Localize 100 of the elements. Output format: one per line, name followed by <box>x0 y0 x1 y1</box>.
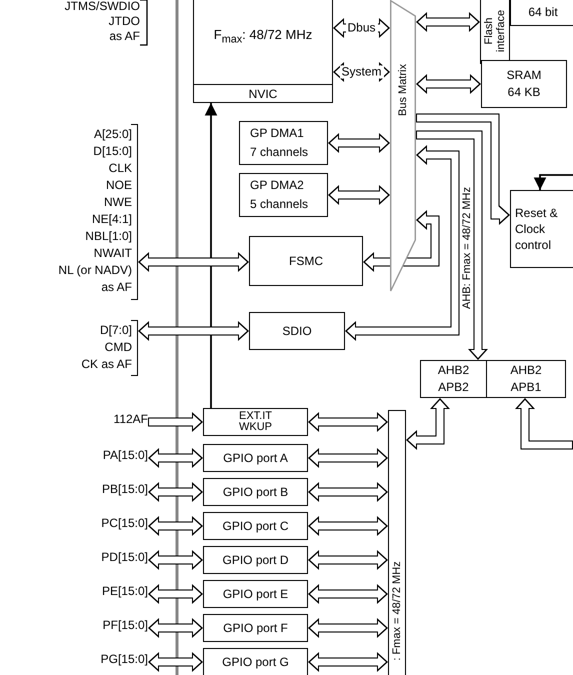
arrow <box>416 114 510 225</box>
signal-name: NWAIT <box>92 245 132 262</box>
block-label: GPIO port D <box>222 553 289 567</box>
block <box>249 312 345 350</box>
block <box>249 236 363 286</box>
double-arrow <box>416 74 481 94</box>
double-arrow <box>148 550 203 570</box>
block-label: Reset & Clock control <box>515 205 559 253</box>
signal-name: PD[15:0] <box>101 550 148 564</box>
double-arrow <box>148 516 203 536</box>
double-arrow <box>308 652 388 672</box>
double-arrow <box>328 185 390 205</box>
signal-name: PB[15:0] <box>102 482 148 496</box>
arrow <box>515 398 573 450</box>
double-arrow <box>148 448 203 468</box>
block <box>481 60 567 108</box>
block-label: GPIO port G <box>222 655 289 669</box>
arrow <box>534 174 573 190</box>
signal-name: PE[15:0] <box>102 584 148 598</box>
block <box>203 478 308 506</box>
signal-name: A[25:0] <box>92 126 132 143</box>
block <box>203 444 308 472</box>
block-label: : Fmax = 48/72 MHz <box>391 561 403 661</box>
double-arrow <box>308 550 388 570</box>
double-arrow <box>308 412 388 432</box>
block <box>203 546 308 574</box>
signal-name: D[7:0] <box>98 322 132 339</box>
bus-matrix <box>390 0 416 292</box>
double-arrow <box>308 482 388 502</box>
block-label: EXT.IT WKUP <box>238 411 273 433</box>
signal-name: NE[4:1] <box>90 211 132 228</box>
block-label: AHB2 APB1 <box>509 362 543 396</box>
block-label: GPIO port F <box>223 621 288 635</box>
double-arrow <box>328 133 390 153</box>
double-arrow <box>148 652 203 672</box>
block-label: Bus Matrix <box>397 64 409 116</box>
signal-name: NL (or NADV) <box>57 262 132 279</box>
block <box>510 0 573 26</box>
signal-name: NOE <box>104 177 132 194</box>
block <box>486 360 566 398</box>
block-label: SDIO <box>282 324 312 338</box>
double-arrow <box>138 321 249 341</box>
block <box>239 121 328 165</box>
signal-name: PC[15:0] <box>101 516 148 530</box>
block-label: AHB2 APB2 <box>436 362 470 396</box>
signal-name: PG[15:0] <box>100 652 148 666</box>
block-label: GPIO port B <box>222 485 288 499</box>
block-label: SRAM 64 KB <box>506 67 542 101</box>
block-label: GP DMA2 <box>249 177 304 194</box>
double-arrow <box>148 482 203 502</box>
bus-label: AHB: Fmax = 48/72 MHz <box>461 187 473 309</box>
signal-name: as AF <box>108 29 140 44</box>
signal-name: 112AF <box>114 412 148 426</box>
arrow <box>204 103 218 408</box>
double-arrow <box>148 584 203 604</box>
memory-interface-block <box>480 0 510 64</box>
block-label: GPIO port C <box>222 519 289 533</box>
double-arrow <box>308 584 388 604</box>
block-label: Flash interface <box>483 8 507 54</box>
signal-name: D[15:0] <box>92 143 132 160</box>
signal-name: CLK <box>108 160 132 177</box>
double-arrow <box>345 145 460 341</box>
block <box>203 648 308 675</box>
double-arrow <box>308 618 388 638</box>
reset-clock-block <box>510 190 573 268</box>
signal-name: CMD <box>104 339 132 356</box>
block-label: 7 channels <box>249 144 308 161</box>
block-label: 5 channels <box>249 196 308 213</box>
block <box>203 580 308 608</box>
double-arrow <box>308 448 388 468</box>
double-arrow <box>308 516 388 536</box>
block-label: 64 bit <box>528 5 558 19</box>
block <box>203 614 308 642</box>
block-label: GPIO port E <box>222 587 288 601</box>
signal-name: JTMS/SWDIO <box>64 0 140 14</box>
signal-name: NBL[1:0] <box>84 228 132 245</box>
processor-block <box>193 0 333 103</box>
block-label: NVIC <box>248 87 278 101</box>
signal-name: as AF <box>100 279 132 296</box>
signal-name: NWE <box>103 194 132 211</box>
peripheral-bus-bar <box>388 410 406 675</box>
double-arrow <box>406 398 450 450</box>
signal-name: PA[15:0] <box>102 448 148 462</box>
signal-name: PF[15:0] <box>102 618 148 632</box>
block-label: F$_{max}$: 48/72 MHz <box>214 27 312 46</box>
double-arrow <box>416 12 480 32</box>
signal-name: CK as AF <box>80 356 132 373</box>
block-label: GPIO port A <box>223 451 288 465</box>
arrow <box>148 412 203 432</box>
arrow <box>416 130 488 360</box>
edge-label: Dbus <box>346 22 378 34</box>
interrupt-block <box>203 408 308 436</box>
block-label: FSMC <box>289 254 323 268</box>
block <box>203 512 308 540</box>
block <box>420 360 487 398</box>
double-arrow <box>138 252 249 272</box>
signal-name: JTDO <box>108 14 140 29</box>
double-arrow <box>363 210 440 272</box>
block <box>239 173 328 217</box>
block-label: GP DMA1 <box>249 125 304 142</box>
